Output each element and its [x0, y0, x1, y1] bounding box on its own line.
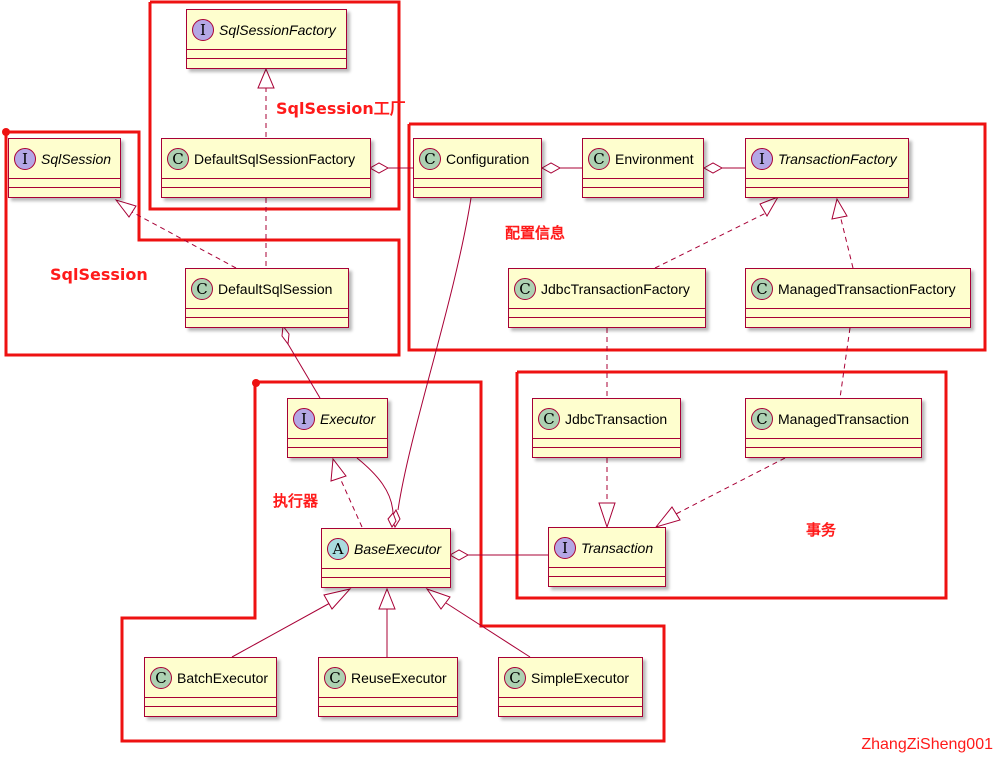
- class-badge-icon: C: [538, 407, 560, 430]
- class-name: ReuseExecutor: [351, 669, 447, 686]
- aggregation-session-executor: [287, 343, 321, 399]
- class-base-executor: A BaseExecutor: [321, 528, 451, 588]
- class-badge-icon: C: [419, 147, 441, 170]
- group-label-transaction: 事务: [806, 521, 837, 539]
- class-transaction-factory: I TransactionFactory: [745, 138, 909, 198]
- group-outline-config: [407, 122, 987, 352]
- class-name: Executor: [320, 410, 376, 427]
- class-simple-executor: C SimpleExecutor: [498, 657, 643, 717]
- class-name: SqlSessionFactory: [219, 21, 336, 38]
- class-name: DefaultSqlSessionFactory: [194, 150, 356, 167]
- realization-default-session-to-session: [131, 211, 237, 269]
- group-outline-transaction: [515, 370, 948, 600]
- class-default-sqlsession: C DefaultSqlSession: [185, 268, 349, 328]
- class-executor: I Executor: [287, 398, 388, 458]
- group-corner-dot-executor: [252, 379, 260, 387]
- realization-arrowhead-managedtransaction: [654, 506, 681, 528]
- class-name: DefaultSqlSession: [218, 280, 333, 297]
- aggregation-diamond-session: [281, 324, 290, 346]
- aggregation-diamond-baseexecutor-executor: [387, 512, 397, 528]
- realization-arrowhead-jdbcfactory: [759, 196, 780, 217]
- group-outline-executor: [120, 380, 666, 743]
- abstract-badge-icon: A: [327, 537, 349, 560]
- aggregation-baseexecutor-executor: [356, 457, 394, 514]
- class-badge-icon: C: [751, 407, 773, 430]
- class-badge-icon: C: [504, 666, 526, 689]
- realization-arrowhead-jdbctransaction: [598, 502, 616, 529]
- class-managed-transaction-factory: C ManagedTransactionFactory: [745, 268, 971, 328]
- class-name: BatchExecutor: [177, 669, 269, 686]
- class-badge-icon: C: [167, 147, 189, 170]
- aggregation-diamond-factory: [368, 162, 390, 174]
- generalization-arrowhead-simple: [425, 588, 451, 610]
- class-badge-icon: C: [588, 147, 610, 170]
- aggregation-diamond-environment: [702, 162, 724, 174]
- class-badge-icon: C: [514, 277, 536, 300]
- group-label-executor: 执行器: [273, 492, 319, 510]
- class-managed-transaction: C ManagedTransaction: [745, 398, 922, 458]
- class-name: Transaction: [581, 539, 654, 556]
- class-sqlsession: I SqlSession: [8, 138, 121, 198]
- generalization-simple-to-base: [445, 602, 531, 658]
- group-outline-factory: [148, 0, 401, 211]
- class-name: JdbcTransaction: [565, 410, 668, 427]
- class-reuse-executor: C ReuseExecutor: [318, 657, 458, 717]
- realization-managedfactory-to-transactionfactory: [839, 214, 854, 269]
- interface-badge-icon: I: [554, 536, 576, 559]
- generalization-arrowhead-reuse: [378, 587, 396, 610]
- generalization-arrowhead-batch: [323, 588, 352, 610]
- class-badge-icon: C: [751, 277, 773, 300]
- group-label-config: 配置信息: [505, 224, 566, 242]
- realization-arrowhead-baseexecutor: [330, 457, 347, 482]
- class-name: BaseExecutor: [354, 540, 442, 557]
- group-outline-session: [4, 130, 401, 357]
- class-configuration: C Configuration: [413, 138, 542, 198]
- class-name: ManagedTransaction: [778, 410, 910, 427]
- class-badge-icon: C: [324, 666, 346, 689]
- group-corner-dot-session: [2, 128, 10, 136]
- class-name: ManagedTransactionFactory: [778, 280, 956, 297]
- realization-arrowhead-session: [114, 199, 137, 218]
- realization-arrowhead-factory: [257, 67, 275, 89]
- class-batch-executor: C BatchExecutor: [144, 657, 277, 717]
- interface-badge-icon: I: [751, 147, 773, 170]
- class-transaction: I Transaction: [548, 527, 666, 587]
- realization-arrowhead-managedfactory: [831, 197, 848, 220]
- realization-managedtransaction-to-transaction: [675, 457, 786, 515]
- group-label-factory: SqlSession工厂: [276, 99, 406, 118]
- watermark: ZhangZiSheng001: [861, 736, 993, 753]
- generalization-batch-to-base: [231, 602, 331, 658]
- class-name: TransactionFactory: [778, 150, 897, 167]
- interface-badge-icon: I: [192, 18, 214, 41]
- realization-baseexecutor-to-executor: [339, 477, 363, 528]
- class-sqlsession-factory: I SqlSessionFactory: [186, 9, 347, 69]
- class-name: JdbcTransactionFactory: [541, 280, 690, 297]
- interface-badge-icon: I: [14, 147, 36, 170]
- class-badge-icon: C: [150, 666, 172, 689]
- class-name: SimpleExecutor: [531, 669, 630, 686]
- aggregation-diamond-configuration: [540, 162, 562, 174]
- class-name: Environment: [615, 150, 694, 167]
- dependency-managedfactory-to-managedtransaction: [839, 327, 851, 399]
- group-label-session: SqlSession: [50, 265, 148, 284]
- class-jdbc-transaction-factory: C JdbcTransactionFactory: [508, 268, 706, 328]
- class-name: Configuration: [446, 150, 530, 167]
- aggregation-baseexecutor-configuration: [397, 197, 472, 511]
- class-name: SqlSession: [41, 150, 112, 167]
- class-environment: C Environment: [582, 138, 704, 198]
- class-jdbc-transaction: C JdbcTransaction: [532, 398, 681, 458]
- realization-jdbcfactory-to-transactionfactory: [654, 211, 769, 269]
- class-badge-icon: C: [191, 277, 213, 300]
- interface-badge-icon: I: [293, 407, 315, 430]
- aggregation-diamond-baseexecutor-transaction: [448, 549, 470, 561]
- class-default-sqlsession-factory: C DefaultSqlSessionFactory: [161, 138, 371, 198]
